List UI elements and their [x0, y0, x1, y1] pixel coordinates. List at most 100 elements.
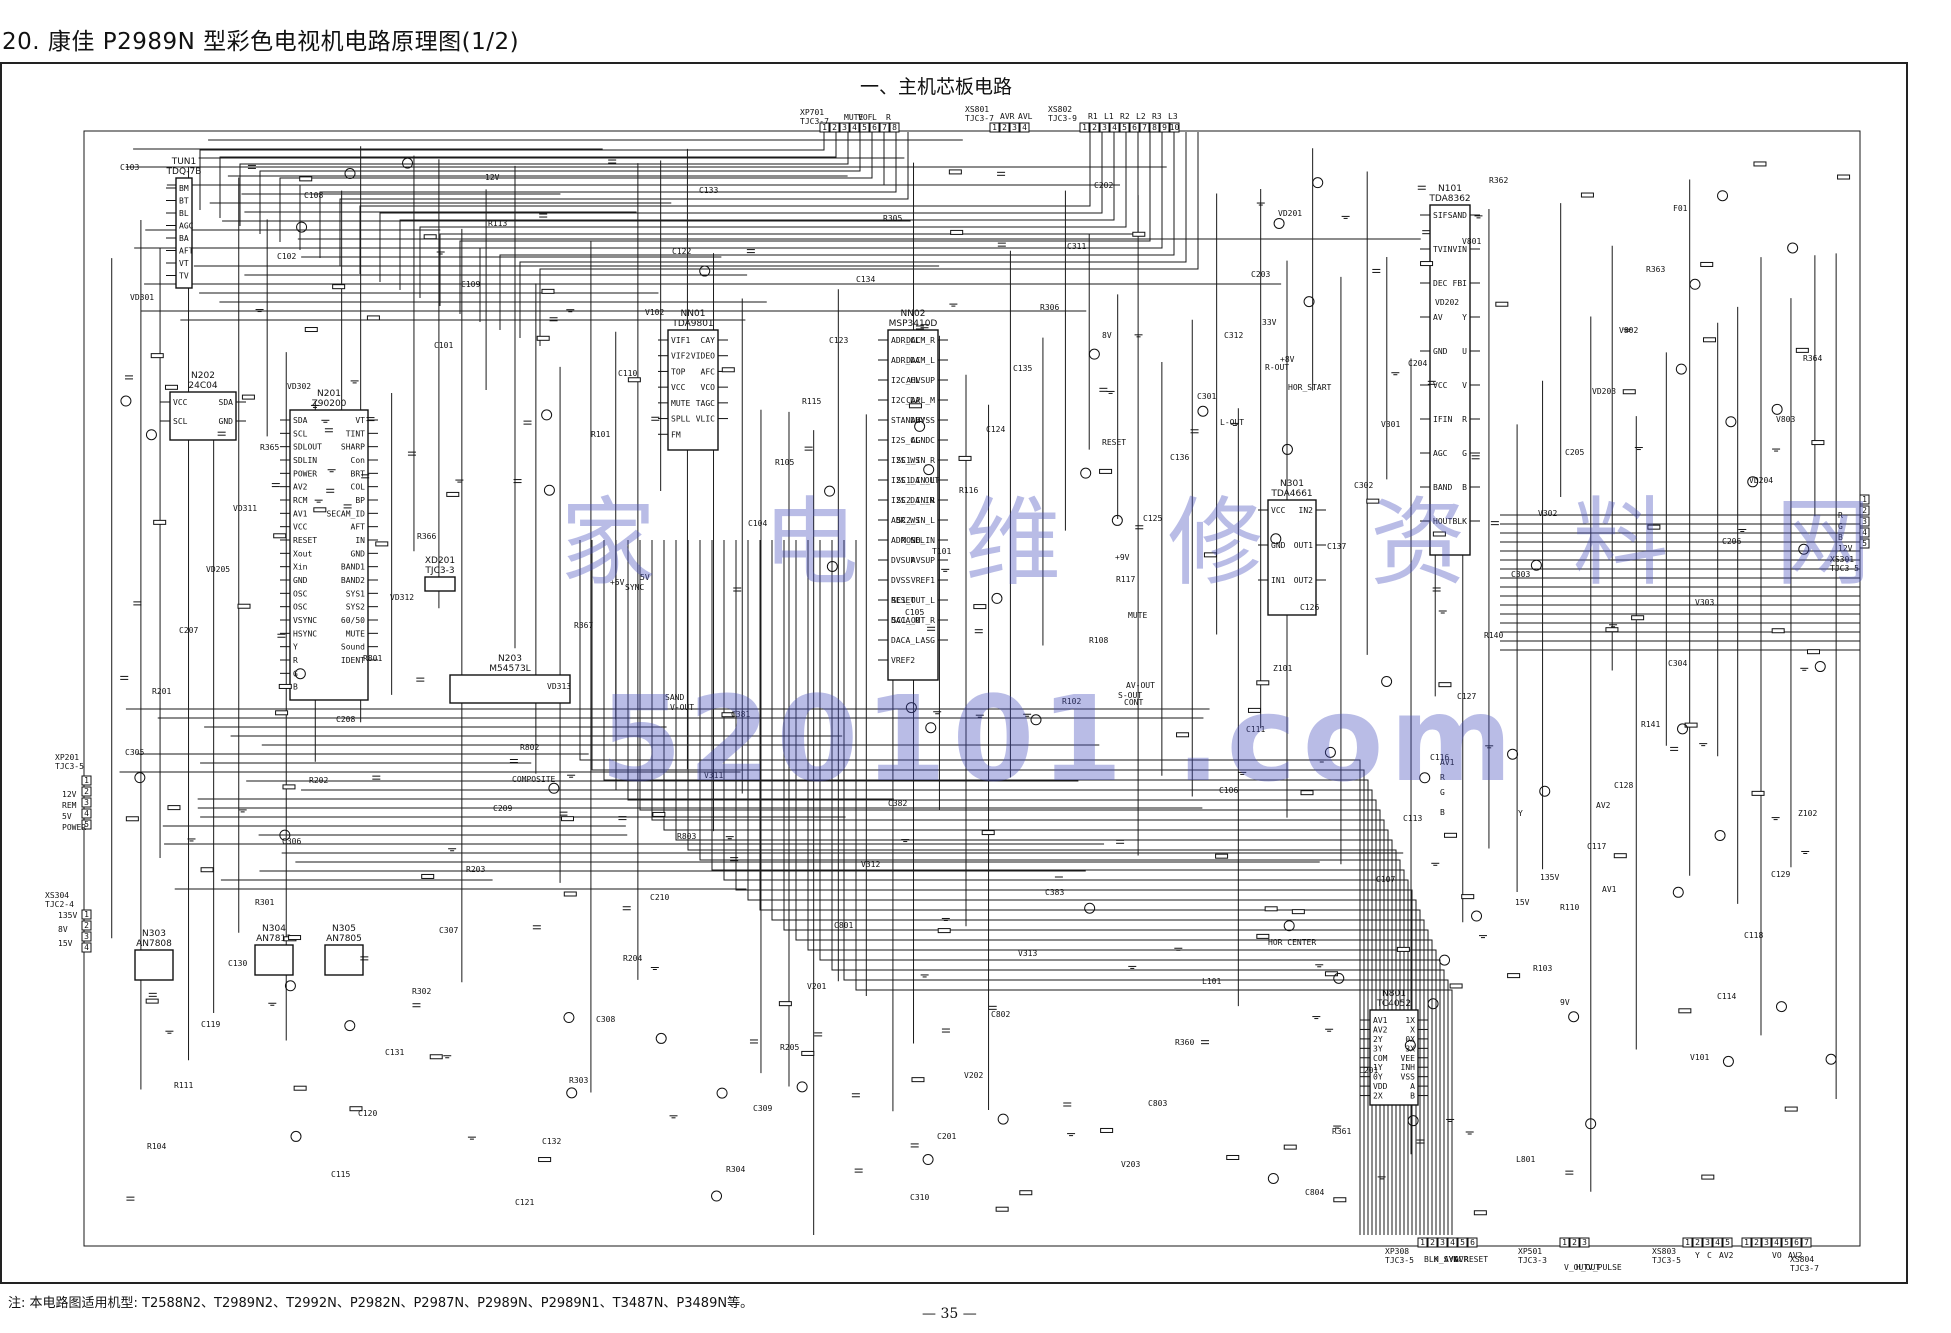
tuner-tun1-part: TDQ-7B: [166, 167, 202, 177]
component-ref: C119: [201, 1020, 220, 1029]
component-ref: R202: [309, 776, 328, 785]
ground-symbol: [669, 1115, 678, 1119]
ic-n303-body: [134, 949, 174, 981]
component-ref: C126: [1300, 603, 1319, 612]
connector-xs802-ref: XS802: [1048, 105, 1072, 114]
component-ref: R101: [591, 430, 610, 439]
connector-xs304-pin-name: 15V: [58, 939, 73, 948]
connector-xs804-pin-no: 2: [1754, 1238, 1759, 1247]
resistor: [1291, 909, 1305, 915]
ground-symbol: [255, 309, 264, 313]
connector-xs304-pin-name: 135V: [58, 911, 77, 920]
ic-n303-part: AN7808: [136, 939, 172, 949]
connector-xp701-pin-box: [829, 122, 840, 133]
ic-n301-pin-label: VCC: [1271, 506, 1286, 515]
component-ref: C803: [1148, 1099, 1167, 1108]
component-ref: VD312: [390, 593, 414, 602]
resistor: [948, 169, 962, 175]
ic-n305-ref: N305: [332, 924, 356, 934]
net-label: 33V: [1262, 318, 1277, 327]
ic-nn02-pin-label: SC1_OUT_R: [892, 616, 936, 625]
component-ref: V201: [807, 982, 826, 991]
connector-xs301-pin-no: 1: [1862, 495, 1867, 504]
resistor: [1449, 983, 1463, 989]
connector-xp308-pin-box: [1437, 1237, 1448, 1248]
connector-xp501-pin-name: V_OUT: [1564, 1263, 1588, 1272]
component-ref: C127: [1457, 692, 1476, 701]
transistor: [826, 560, 838, 572]
resistor: [721, 712, 735, 718]
ic-n201-pin-label: SYS1: [346, 589, 365, 598]
net-label: AV-OUT: [1126, 681, 1155, 690]
connector-xs803-pin-box: [1692, 1237, 1703, 1248]
connector-xs803-pin-name: Y: [1695, 1251, 1700, 1260]
resistor: [1203, 552, 1217, 558]
ic-n801-pin-label: 0Y: [1373, 1073, 1383, 1082]
connector-xp201-pin-box: [81, 797, 92, 808]
ic-n201-ref: N201: [317, 389, 341, 399]
ic-nn02-pin-label: AVSUP: [911, 556, 935, 565]
transistor: [1084, 902, 1096, 914]
connector-xp308-pin-name: AVR: [1454, 1255, 1469, 1264]
ic-n801-pin-label: 3Y: [1373, 1044, 1383, 1053]
component-ref: T101: [932, 547, 951, 556]
component-ref: C128: [1614, 781, 1633, 790]
connector-xs804-type: TJC3-7: [1790, 1264, 1819, 1273]
wire: [603, 540, 1369, 1235]
connector-xs301-pin-name: B: [1838, 533, 1843, 542]
connector-xp308-pin-no: 1: [1420, 1238, 1425, 1247]
component-ref: R203: [466, 865, 485, 874]
resistor: [1473, 1210, 1487, 1216]
connector-xs801-pin-name: AVR: [1000, 112, 1015, 121]
ic-nn01-pin-label: SPLL: [671, 415, 690, 424]
ground-symbol: [1134, 334, 1143, 338]
connector-xp308-pin-box: [1467, 1237, 1478, 1248]
transistor: [1267, 1172, 1279, 1184]
component-ref: C804: [1305, 1188, 1324, 1197]
ic-nn02-pin-label: DACM_L: [906, 356, 935, 365]
ic-nn02-pin-label: ADR_SEL: [891, 536, 925, 545]
ground-symbol: [443, 1055, 452, 1059]
resistor: [627, 377, 641, 383]
resistor: [1507, 973, 1521, 979]
ground-symbol: [1772, 448, 1781, 452]
connector-xs301-pin-no: 3: [1862, 517, 1867, 526]
connector-xp701-pin-box: [839, 122, 850, 133]
ground-symbol: [327, 469, 336, 473]
ic-nn02-pin-label: DVSS: [891, 576, 910, 585]
component-ref: C131: [385, 1048, 404, 1057]
ic-nn02-pin-label: I2C_CL: [891, 376, 920, 385]
ic-nn02: NN02MSP3410DADR_CLADR_DAI2C_CLI2C_DASTAN…: [878, 309, 948, 681]
ic-nn02-pin-label: ADR_CL: [891, 336, 920, 345]
ground-symbol: [1623, 328, 1632, 332]
ic-n301-pin-label: IN1: [1271, 576, 1286, 585]
ic-n101-pin-label: BAND: [1433, 483, 1452, 492]
transistor: [563, 1012, 575, 1024]
ic-nn02-pin-label: VREF2: [891, 656, 915, 665]
resistor: [778, 1001, 792, 1007]
ic-n201-pin-label: VT: [355, 416, 365, 425]
ic-n101-pin-label: FBI: [1453, 279, 1468, 288]
ic-nn02-pin-label: AHVSUP: [906, 376, 935, 385]
resistor: [1444, 832, 1458, 838]
transistor: [1714, 829, 1726, 841]
ground-symbol: [1317, 759, 1326, 763]
net-label: R-OUT: [1265, 363, 1289, 372]
ic-n101-pin-label: V: [1462, 381, 1467, 390]
resistor: [721, 367, 735, 373]
resistor: [1264, 906, 1278, 912]
component-ref: VD205: [206, 565, 230, 574]
component-ref: C132: [542, 1137, 561, 1146]
ic-n101-pin-label: AV: [1433, 313, 1443, 322]
connector-xp308-pin-box: [1417, 1237, 1428, 1248]
ic-nn01-pin-label: VCO: [701, 383, 716, 392]
component-ref: R204: [623, 954, 642, 963]
resistor: [1700, 261, 1714, 267]
connector-xs301-type: TJC3-5: [1830, 564, 1859, 573]
component-ref: VD202: [1435, 298, 1459, 307]
ic-n201-part: Z90200: [312, 399, 347, 409]
ground-symbol: [1256, 202, 1265, 206]
resistor: [1631, 615, 1645, 621]
connector-xp501-ref: XP501: [1518, 1247, 1542, 1256]
